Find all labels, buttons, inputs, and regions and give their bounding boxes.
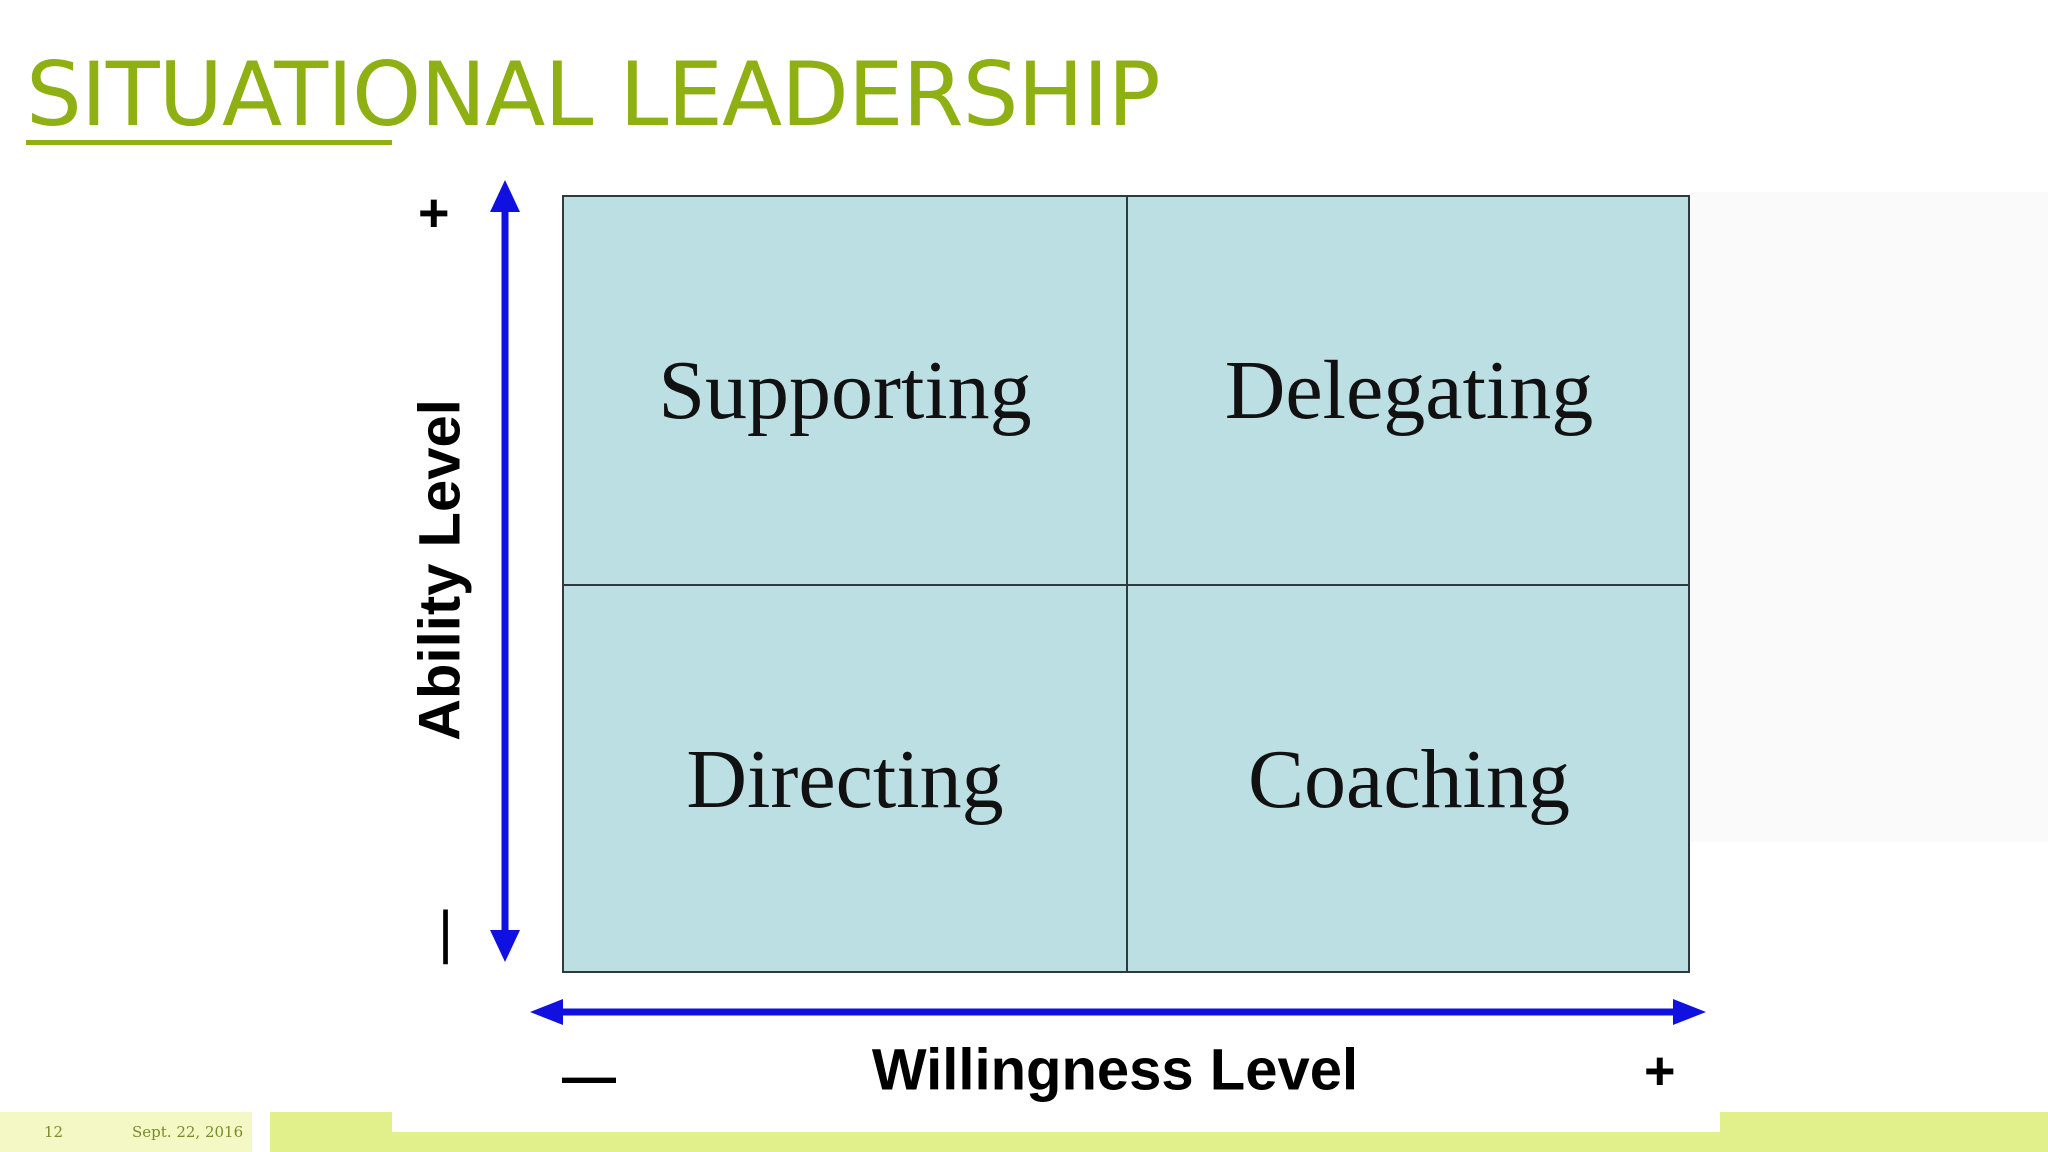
x-axis-arrow — [530, 999, 1706, 1025]
y-axis-label: Ability Level — [407, 399, 473, 741]
x-axis-label: Willingness Level — [871, 1037, 1359, 1103]
diagram-background-edge — [1690, 192, 2048, 842]
matrix-divider-horizontal — [564, 584, 1688, 586]
slide-title: SITUATIONAL LEADERSHIP — [26, 43, 1161, 146]
footer-date: Sept. 22, 2016 — [132, 1123, 244, 1141]
y-axis-arrow — [490, 180, 520, 962]
x-axis-high-sign: + — [1644, 1041, 1676, 1101]
quadrant-supporting: Supporting — [658, 344, 1032, 437]
diagram-bottom-edge — [392, 1112, 1720, 1132]
quadrant-directing: Directing — [686, 733, 1004, 826]
y-axis-high-sign: + — [418, 183, 450, 243]
x-axis-low-sign: — — [562, 1047, 616, 1107]
y-axis-low-sign: | — [438, 900, 454, 965]
page-number: 12 — [44, 1123, 64, 1141]
quadrant-delegating: Delegating — [1224, 344, 1594, 437]
leadership-matrix: Supporting Delegating Directing Coaching — [562, 195, 1690, 973]
footer-left-panel — [0, 1112, 252, 1152]
quadrant-coaching: Coaching — [1248, 733, 1570, 826]
title-underline — [26, 140, 392, 145]
